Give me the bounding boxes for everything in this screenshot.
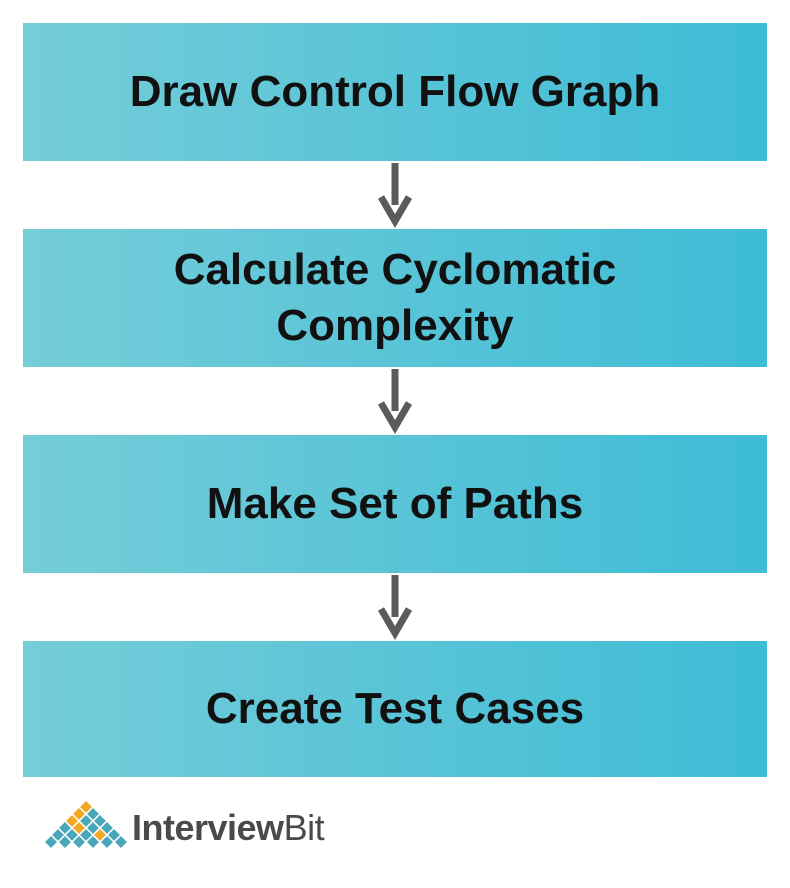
step-box-4: Create Test Cases xyxy=(23,641,767,777)
diamond-lattice-icon xyxy=(44,798,128,851)
logo-wordmark-part1: Interview xyxy=(132,807,284,848)
step-box-1: Draw Control Flow Graph xyxy=(23,23,767,161)
arrow-down-icon xyxy=(377,163,413,228)
logo-wordmark-part2: Bit xyxy=(283,807,325,848)
step-label-4: Create Test Cases xyxy=(205,684,585,733)
arrow-down-icon xyxy=(377,369,413,434)
step-label-3: Make Set of Paths xyxy=(206,479,584,528)
step-box-2: Calculate Cyclomatic Complexity xyxy=(23,229,767,367)
arrow-down-icon xyxy=(377,575,413,640)
interviewbit-logo: InterviewBit xyxy=(44,798,325,858)
step-label-1: Draw Control Flow Graph xyxy=(129,67,661,116)
step-label-2: Calculate Cyclomatic Complexity xyxy=(173,245,617,350)
step-box-3: Make Set of Paths xyxy=(23,435,767,573)
logo-wordmark: InterviewBit xyxy=(132,798,325,858)
